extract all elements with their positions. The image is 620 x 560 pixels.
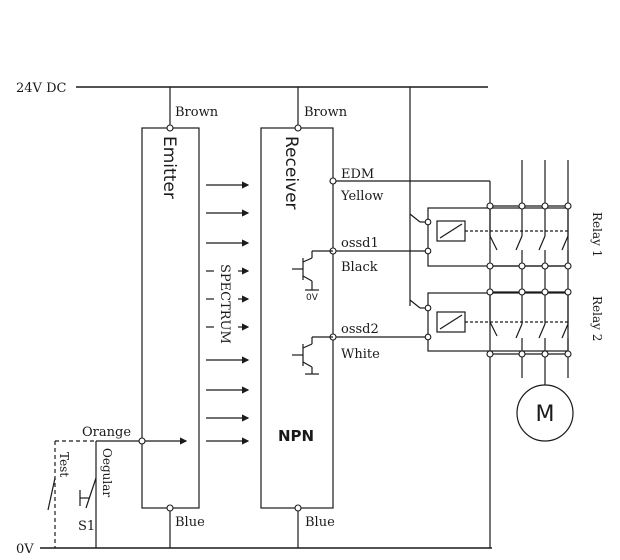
s1-label: S1 [78, 519, 95, 534]
ossd2-label: ossd2 [341, 322, 379, 337]
receiver: Brown Receiver Blue NPN [260, 87, 348, 548]
junction [486, 262, 494, 270]
label-0v: 0V [16, 542, 34, 557]
edm-label: EDM [341, 167, 374, 182]
transistor-0v-label: 0V [306, 293, 319, 303]
power-lines [486, 160, 572, 548]
npn-label: NPN [278, 427, 314, 445]
relay-2-terminal [424, 304, 432, 312]
junction [541, 262, 549, 270]
relay-2-terminal [424, 333, 432, 341]
relay-supply-wire [409, 213, 421, 223]
junction [564, 350, 572, 358]
relay-1-terminal [424, 247, 432, 255]
relay-1-label: Relay 1 [590, 212, 604, 257]
motor-circle [516, 384, 574, 442]
emitter-brown-terminal [166, 124, 174, 132]
junction [518, 262, 526, 270]
contact-blade [538, 323, 546, 339]
transistor-collector [302, 343, 313, 349]
relay-1-coil-mark [439, 223, 463, 239]
contact-blade [561, 235, 569, 251]
junction [486, 350, 494, 358]
test-label: Test [57, 452, 71, 477]
junction [518, 288, 526, 296]
transistor-collector [302, 257, 313, 263]
spectrum-label: SPECTRUM [217, 264, 232, 344]
receiver-outputs: EDM Yellow ossd1 Black ossd2 White [329, 167, 490, 362]
contact-blade [561, 323, 569, 339]
emitter-blue-label: Blue [175, 515, 205, 530]
junction [486, 202, 494, 210]
relay-1-terminal [424, 218, 432, 226]
emitter: Brown Emitter Blue [141, 87, 219, 548]
transistor-ossd2 [292, 336, 333, 375]
relay-1: Relay 1 [424, 207, 604, 267]
receiver-blue-terminal [294, 504, 302, 512]
s1-contact [85, 477, 97, 509]
relay-2: Relay 2 [424, 292, 604, 352]
oegular-label: Oegular [100, 448, 114, 497]
relay-feed [409, 87, 428, 309]
contact-blade [515, 323, 523, 339]
transistor-emitter [302, 275, 313, 282]
emitter-title: Emitter [159, 136, 179, 199]
black-label: Black [341, 260, 378, 275]
contact-blade [515, 235, 523, 251]
junction [541, 350, 549, 358]
orange-terminal [138, 437, 146, 445]
relay-2-label: Relay 2 [590, 296, 604, 341]
receiver-blue-label: Blue [305, 515, 335, 530]
junction [518, 350, 526, 358]
supply-rails: 24V DC 0V [16, 81, 492, 557]
test-switch: Orange Test Oegular S1 [47, 425, 146, 548]
receiver-brown-terminal [294, 124, 302, 132]
test-contact [47, 477, 56, 511]
junction [518, 202, 526, 210]
transistor-ossd1: 0V [292, 250, 333, 303]
junction [486, 288, 494, 296]
junction [564, 288, 572, 296]
aux-contact-blade [489, 235, 498, 251]
emitter-brown-label: Brown [175, 105, 219, 120]
motor: M [516, 378, 574, 442]
emitter-box [141, 127, 200, 509]
motor-label: M [536, 402, 555, 427]
light-beams: SPECTRUM [142, 181, 250, 445]
junction [564, 262, 572, 270]
relay-supply-wire [409, 299, 421, 309]
aux-contact-blade [489, 321, 498, 337]
ossd1-label: ossd1 [341, 236, 379, 251]
label-24v-dc: 24V DC [16, 81, 66, 96]
orange-label: Orange [82, 425, 131, 440]
emitter-blue-terminal [166, 504, 174, 512]
receiver-brown-label: Brown [304, 105, 348, 120]
transistor-emitter [302, 361, 313, 368]
contact-blade [538, 235, 546, 251]
relay-2-coil-mark [439, 314, 463, 330]
white-label: White [341, 347, 380, 362]
yellow-label: Yellow [340, 189, 383, 204]
edm-terminal [329, 177, 337, 185]
junction [541, 288, 549, 296]
junction [541, 202, 549, 210]
receiver-title: Receiver [281, 136, 301, 210]
junction [564, 202, 572, 210]
